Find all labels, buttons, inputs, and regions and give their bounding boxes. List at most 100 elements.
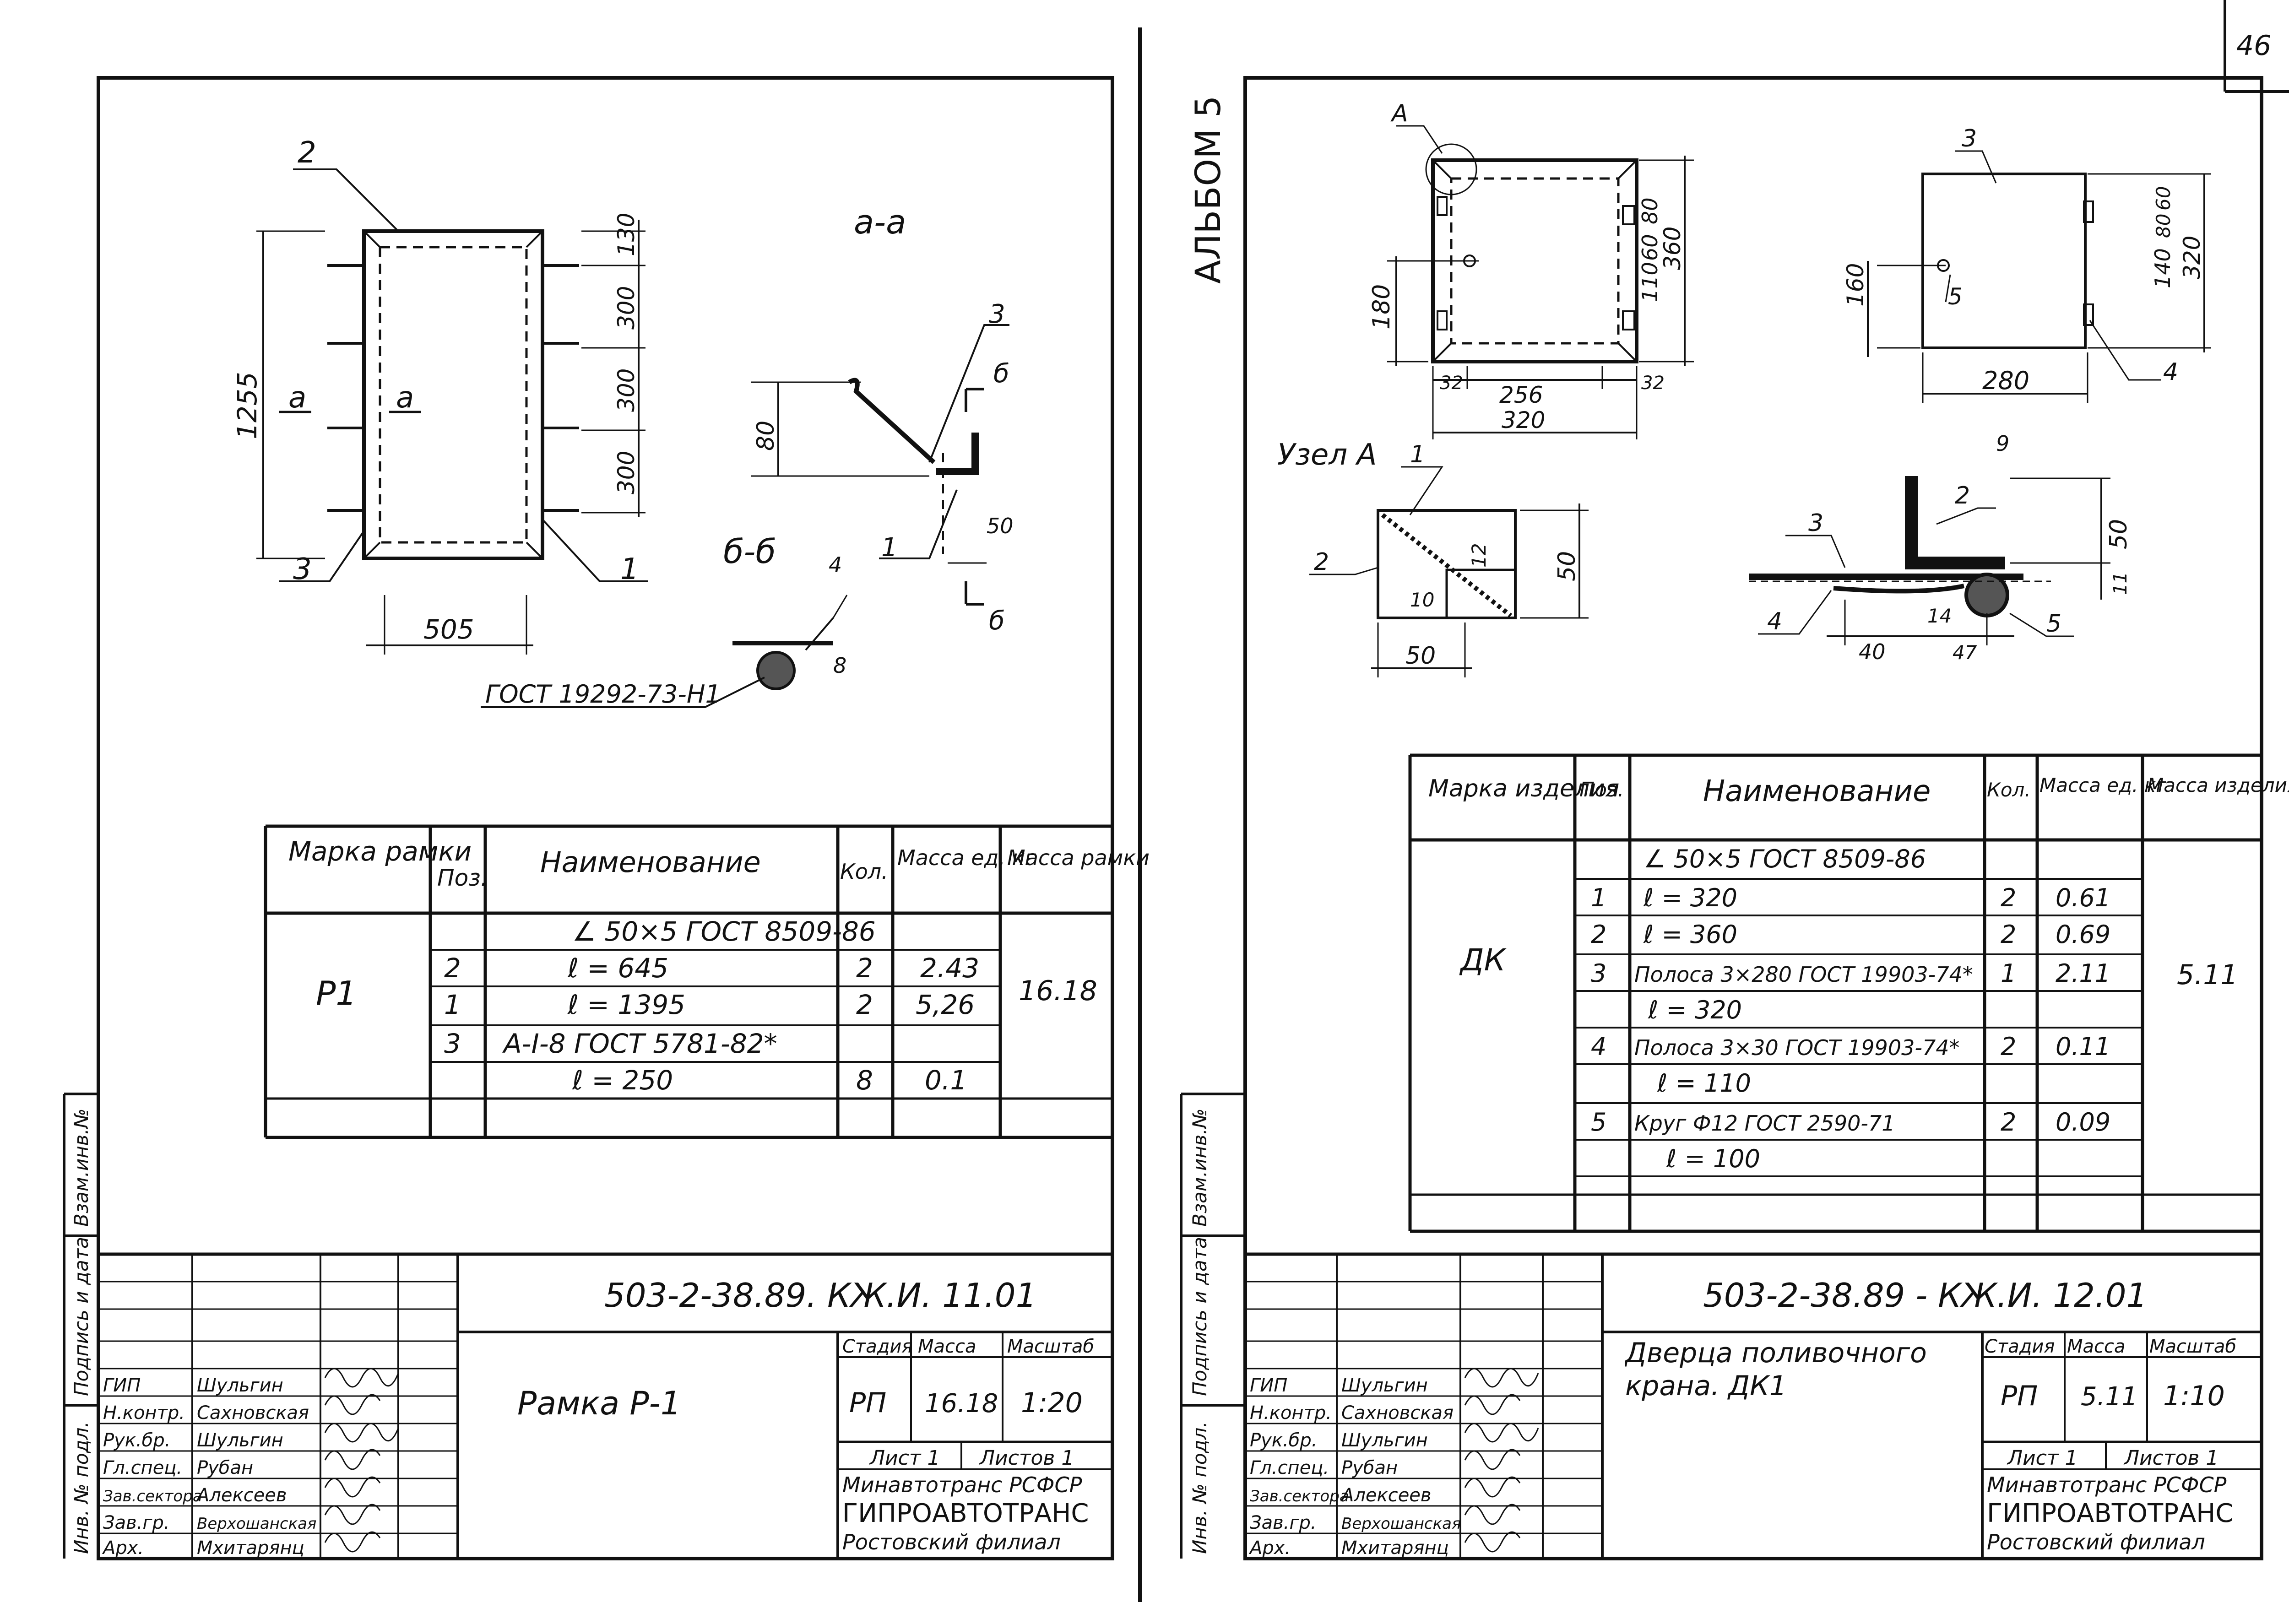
r-row-name-1: ℓ = 320 xyxy=(1643,883,1737,912)
dim-110: 110 xyxy=(1638,262,1662,302)
person-arch: Мхитарянц xyxy=(197,1537,304,1559)
row-mass-4: 0.1 xyxy=(925,1065,967,1096)
r-person-rukbr: Шульгин xyxy=(1341,1430,1428,1451)
right-frame-border xyxy=(1243,76,2263,1560)
r-spec-mark: ДК xyxy=(1459,942,1507,978)
role-zavsect: Зав.сектора xyxy=(103,1487,202,1505)
row-mass-1: 2.43 xyxy=(920,953,979,984)
weld-note: ГОСТ 19292-73-Н1 xyxy=(485,680,721,709)
hinge-dim-50: 50 xyxy=(2105,519,2132,549)
r-stage-header: Стадия xyxy=(1985,1336,2055,1357)
dim-1255: 1255 xyxy=(232,372,263,439)
row-pos-3: 3 xyxy=(444,1028,461,1059)
right-title-block: 503-2-38.89 - КЖ.И. 12.01 Дверца поливоч… xyxy=(1245,1252,2262,1559)
person-glspec: Рубан xyxy=(197,1457,253,1478)
dim-80: 80 xyxy=(752,421,780,451)
r-person-arch: Мхитарянц xyxy=(1341,1537,1449,1559)
drawing-title: Рамка Р-1 xyxy=(517,1385,681,1422)
mass-value: 16.18 xyxy=(925,1389,998,1418)
sheet-num: Лист 1 xyxy=(869,1446,940,1470)
dim-320: 320 xyxy=(1502,407,1545,433)
left-binding-strip: Взам.инв.№ Подпись и дата Инв. № подл. xyxy=(63,1093,98,1559)
r-col-header-mark: Марка изделия xyxy=(1428,775,1619,802)
r-col-header-name: Наименование xyxy=(1703,774,1931,808)
node-callout-1: 1 xyxy=(1410,441,1425,468)
person-nkontr: Сахновская xyxy=(197,1402,309,1424)
col-header-pos: Поз. xyxy=(437,865,488,891)
row-mass-2: 5,26 xyxy=(916,989,975,1020)
frame-p1-labels: 2 3 1 а а 1255 130 300 300 300 505 xyxy=(232,136,640,645)
person-rukbr: Шульгин xyxy=(197,1430,283,1451)
scale-value: 1:20 xyxy=(1021,1387,1083,1419)
r-row-pos-5: 4 xyxy=(1591,1032,1606,1061)
row-pos-1: 2 xyxy=(444,953,461,984)
r-mass-value: 5.11 xyxy=(2081,1382,2138,1412)
right-spec-table: Марка изделия Поз. Наименование Кол. Мас… xyxy=(1408,753,2289,1233)
callout-2: 2 xyxy=(298,136,316,170)
node-a-labels: Узел А 1 2 12 10 50 50 xyxy=(1277,438,1581,670)
col-header-qty: Кол. xyxy=(840,859,888,884)
r-row-qty-5: 2 xyxy=(2001,1032,2016,1061)
album-label: АЛЬБОМ 5 xyxy=(1188,96,1228,284)
hinge-callout-4: 4 xyxy=(1767,608,1782,635)
dim-60-plate: 60 xyxy=(2152,186,2175,211)
sheets-total: Листов 1 xyxy=(979,1446,1074,1470)
r-row-mass-3: 2.11 xyxy=(2056,959,2110,988)
r-drawing-title-box: Дверца поливочного крана. ДК1 xyxy=(1625,1337,1927,1402)
row-qty-2: 2 xyxy=(856,989,873,1020)
plate-callout-4: 4 xyxy=(2163,358,2178,386)
spec-total-mass: 16.18 xyxy=(1019,975,1097,1007)
r-org-institute: ГИПРОАВТОТРАНС xyxy=(1987,1499,2234,1528)
r-row-name-6: ℓ = 110 xyxy=(1657,1069,1751,1098)
r-doc-code: 503-2-38.89 - КЖ.И. 12.01 xyxy=(1703,1276,2147,1315)
row-pos-2: 1 xyxy=(444,989,461,1020)
r-org-branch: Ростовский филиал xyxy=(1987,1530,2205,1554)
section-a-a xyxy=(751,324,1009,606)
r-role-rukbr: Рук.бр. xyxy=(1250,1430,1317,1451)
r-row-name-7: Круг Ф12 ГОСТ 2590-71 xyxy=(1634,1111,1895,1136)
r-row-pos-2: 2 xyxy=(1591,920,1606,949)
r-row-name-0: ∠ 50×5 ГОСТ 8509-86 xyxy=(1644,844,1926,873)
section-mark-b-top: б xyxy=(993,359,1009,389)
r-org-ministry: Минавтотранс РСФСР xyxy=(1987,1472,2227,1497)
node-callout-2: 2 xyxy=(1314,548,1329,576)
r-row-qty-1: 2 xyxy=(2001,883,2016,912)
r-row-qty-7: 2 xyxy=(2001,1108,2016,1137)
dim-50: 50 xyxy=(987,514,1014,538)
node-a-drawing xyxy=(1309,466,1589,677)
binding-label-date: Подпись и дата xyxy=(70,1237,92,1396)
r-person-gip: Шульгин xyxy=(1341,1375,1428,1396)
node-dim-10: 10 xyxy=(1410,589,1434,611)
dim-256: 256 xyxy=(1499,382,1543,408)
r-person-zavsect: Алексеев xyxy=(1340,1485,1431,1506)
frame-p1-drawing xyxy=(256,168,648,655)
door-plate-drawing xyxy=(1867,150,2211,403)
hinge-section-drawing xyxy=(1749,476,2110,645)
col-header-name: Наименование xyxy=(540,845,761,879)
r-row-name-4: ℓ = 320 xyxy=(1648,996,1742,1024)
dim-180: 180 xyxy=(1368,284,1395,330)
dim-505: 505 xyxy=(423,614,474,645)
dim-300-3: 300 xyxy=(613,451,640,494)
r-row-qty-3: 1 xyxy=(2001,959,2016,988)
hinge-dim-47: 47 xyxy=(1953,641,1977,664)
row-name-1: ℓ = 645 xyxy=(567,953,668,984)
r-row-mass-2: 0.69 xyxy=(2056,920,2110,949)
r-role-zavsect: Зав.сектора xyxy=(1250,1487,1349,1505)
spec-mark: Р1 xyxy=(316,974,357,1012)
binding-label-date-r: Подпись и дата xyxy=(1188,1237,1211,1396)
r-row-mass-7: 0.09 xyxy=(2056,1108,2110,1137)
role-gip: ГИП xyxy=(103,1375,141,1396)
r-row-pos-1: 1 xyxy=(1591,883,1606,912)
section-label-b-b: б-б xyxy=(723,532,776,571)
dim-8: 8 xyxy=(833,653,846,678)
node-a-caption: Узел А xyxy=(1277,438,1377,472)
mass-header: Масса xyxy=(918,1336,976,1357)
signature-marks xyxy=(324,1368,399,1553)
r-person-zavgr: Верхошанская xyxy=(1341,1515,1461,1533)
node-label-a: А xyxy=(1390,100,1408,127)
r-row-name-3: Полоса 3×280 ГОСТ 19903-74* xyxy=(1634,962,1973,987)
r-col-header-pos: Поз. xyxy=(1579,778,1624,801)
right-sheet: АЛЬБОМ 5 Взам.инв.№ Подпись и дата Инв. … xyxy=(1180,76,2289,1560)
